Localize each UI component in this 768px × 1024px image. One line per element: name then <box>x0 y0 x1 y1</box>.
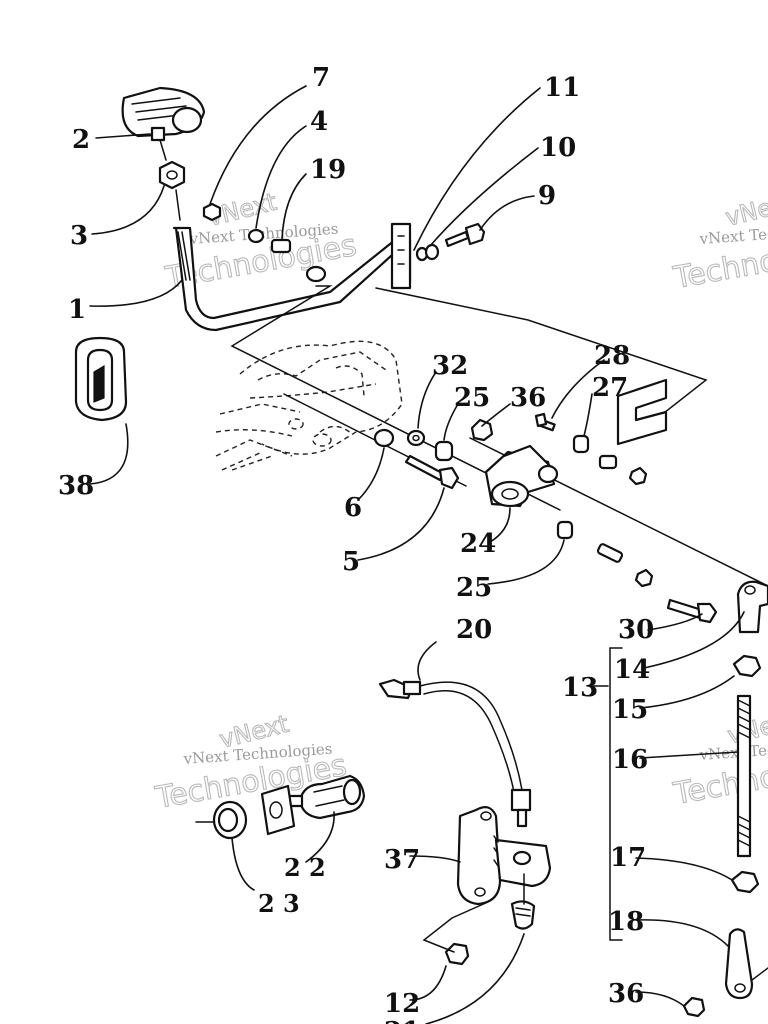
locknut-36-lower <box>682 996 706 1018</box>
callout-32: 32 <box>432 351 468 381</box>
rod-end-18 <box>724 928 768 1000</box>
pin-lower <box>596 543 624 563</box>
callout-30: 30 <box>618 615 654 645</box>
ref-line-37 <box>422 873 525 953</box>
callout-19: 19 <box>310 155 346 185</box>
callout-18: 18 <box>608 907 644 937</box>
watermark-right-top: vNext vNext Technologies Technologies <box>670 187 768 296</box>
callout-27: 27 <box>592 373 628 403</box>
bolt-9 <box>444 222 486 248</box>
switch-22 <box>286 774 366 820</box>
boot-38 <box>74 336 128 422</box>
callout-3: 3 <box>70 221 88 251</box>
jam-nut-15 <box>732 654 762 678</box>
rod-end-14 <box>736 580 768 634</box>
engine-outline <box>215 340 403 471</box>
clip-plate <box>616 378 668 446</box>
callout-36-upper: 36 <box>510 383 546 413</box>
spacer-25-upper <box>434 440 454 462</box>
callout-4: 4 <box>310 107 328 137</box>
nut-23 <box>195 800 248 840</box>
bolt-5 <box>404 454 460 490</box>
callout-12: 12 <box>384 989 420 1019</box>
callout-11: 11 <box>544 73 580 103</box>
callout-25-upper: 25 <box>454 383 490 413</box>
spacer-25-lower <box>556 520 574 540</box>
callout-21: 21 <box>384 1017 420 1024</box>
callout-28: 28 <box>594 341 630 371</box>
locknut-36-upper <box>470 418 494 442</box>
callout-38: 38 <box>58 471 94 501</box>
callout-17: 17 <box>610 843 646 873</box>
washer-10 <box>424 243 440 261</box>
bolt-30 <box>666 598 718 624</box>
callout-13: 13 <box>562 673 598 703</box>
callout-10: 10 <box>540 133 576 163</box>
callout-labels: 2 3 1 38 7 4 19 11 10 9 28 27 32 25 36 6… <box>58 63 654 1024</box>
bolt-28 <box>534 412 556 432</box>
callout-36-lower: 36 <box>608 979 644 1009</box>
bracket-37 <box>456 805 552 906</box>
callout-14: 14 <box>614 655 650 685</box>
washer-6 <box>373 428 395 448</box>
nut-right <box>628 466 648 486</box>
washer-32 <box>406 429 426 447</box>
group-bracket-13 <box>609 647 623 941</box>
callout-37: 37 <box>384 845 420 875</box>
callout-1: 1 <box>68 295 86 325</box>
washer-4 <box>247 228 265 244</box>
bracket-24 <box>484 444 559 508</box>
reference-lines <box>230 285 768 587</box>
callout-15: 15 <box>612 695 648 725</box>
callout-20: 20 <box>456 615 492 645</box>
jam-nut-17 <box>730 870 760 894</box>
watermark-right-mid: vNext vNext Technologies Technologies <box>670 705 768 812</box>
callout-5: 5 <box>342 547 360 577</box>
callout-16: 16 <box>612 745 648 775</box>
switch-plunger-21 <box>510 900 536 930</box>
jam-nut <box>158 160 186 221</box>
bushing-19 <box>270 238 292 254</box>
callout-6: 6 <box>344 493 362 523</box>
handle-grip <box>121 86 206 161</box>
small-nut-7 <box>202 202 222 222</box>
wire-harness-20 <box>378 678 532 828</box>
spacer-27 <box>572 434 590 454</box>
callout-7: 7 <box>312 63 330 93</box>
callout-23: 2 3 <box>258 889 300 918</box>
nut-lower <box>634 568 654 588</box>
lockwasher-23 <box>260 784 296 836</box>
callout-22: 2 2 <box>284 853 326 882</box>
pin-right <box>598 454 618 470</box>
callout-24: 24 <box>460 529 496 559</box>
callout-9: 9 <box>538 181 556 211</box>
nut-12 <box>444 942 470 966</box>
leader-lines <box>89 85 745 1024</box>
callout-2: 2 <box>72 125 90 155</box>
threaded-rod-16 <box>736 694 752 858</box>
callout-25-lower: 25 <box>456 573 492 603</box>
